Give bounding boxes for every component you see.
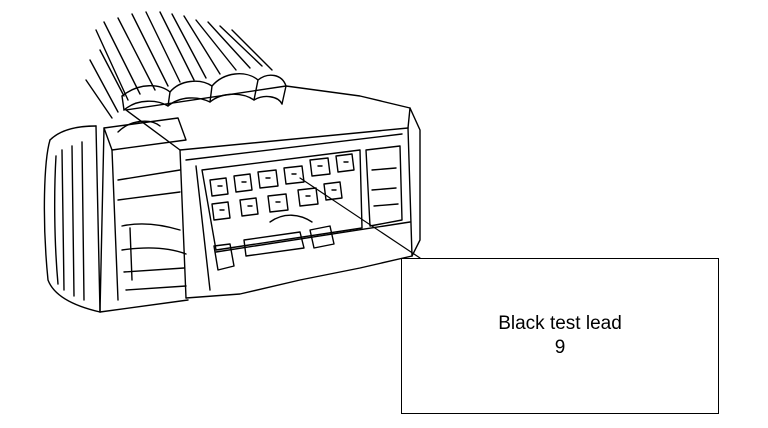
wire-seal-boot: [121, 73, 287, 111]
terminal-face: [201, 149, 363, 251]
connector-body: [125, 85, 421, 299]
leader-line: [299, 177, 421, 259]
side-cavity: [365, 145, 403, 227]
callout-box: Black test lead 9: [401, 258, 719, 414]
wire-bundle: [85, 11, 273, 119]
lower-latch: [213, 214, 411, 271]
callout-label: Black test lead: [498, 313, 622, 334]
rear-housing: [43, 117, 189, 313]
callout-pin-number: 9: [554, 337, 566, 358]
rear-cavity: [117, 169, 187, 291]
